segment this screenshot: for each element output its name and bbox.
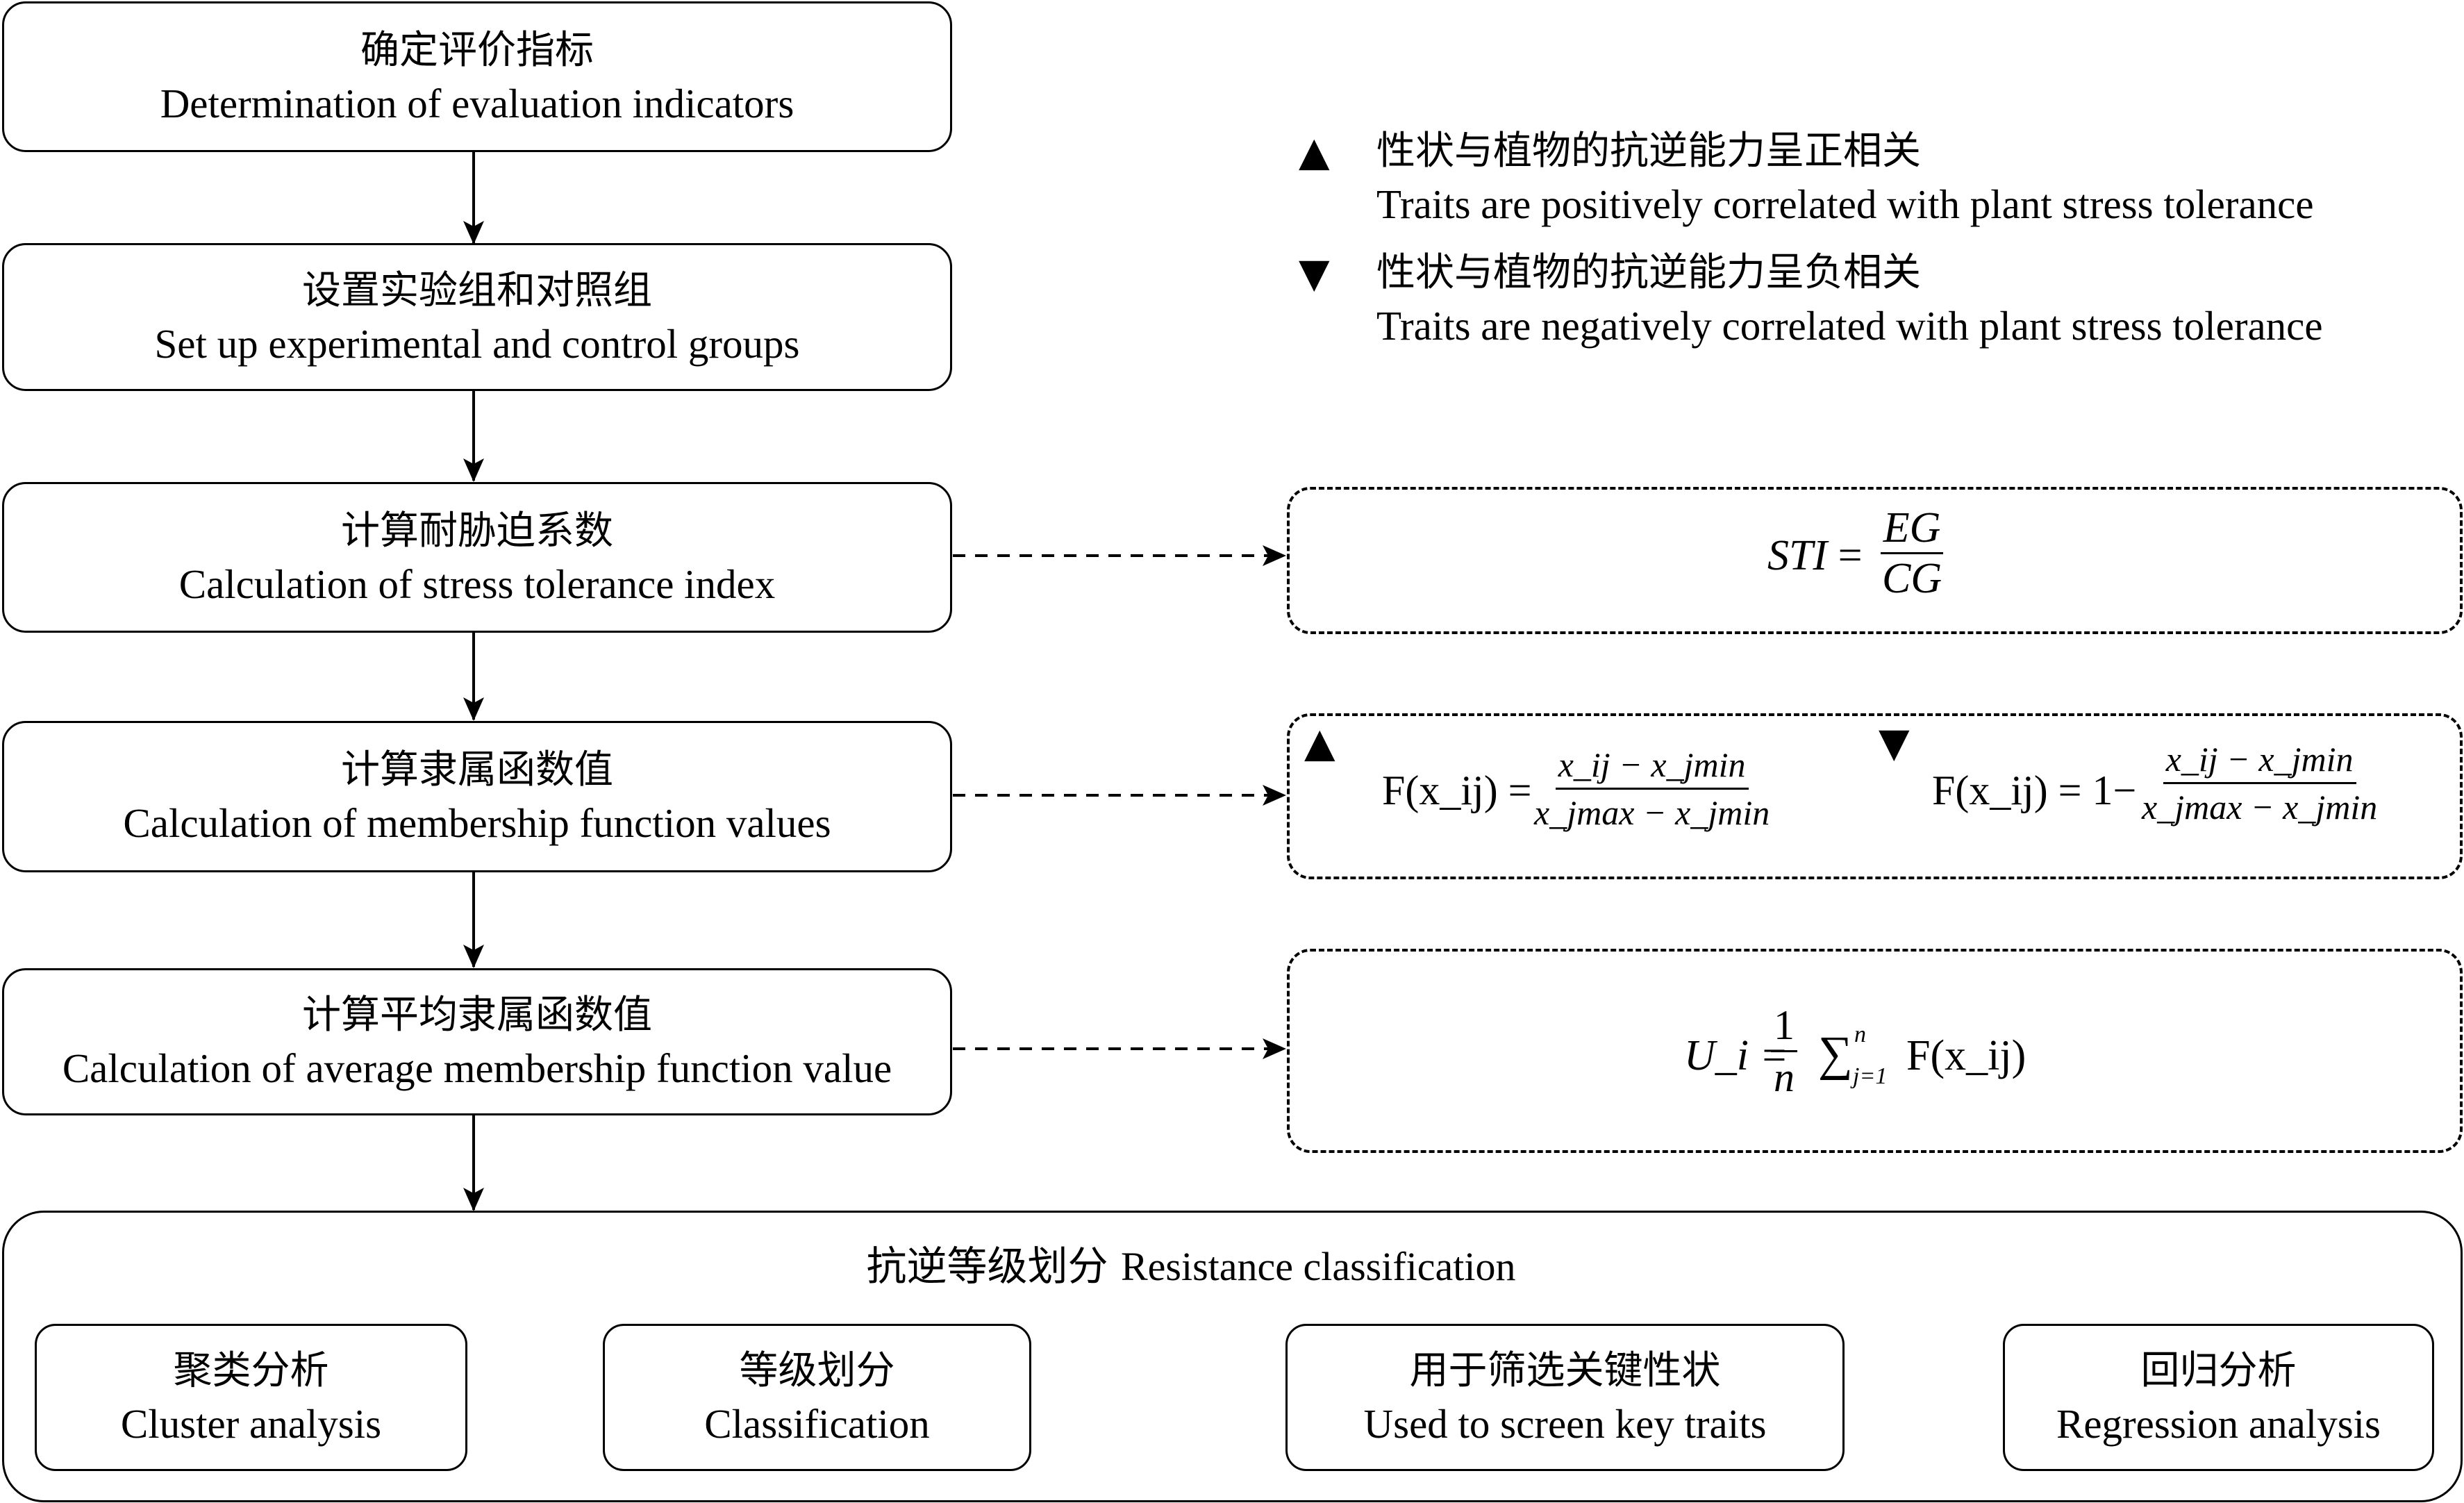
formula-box-average — [1287, 949, 2463, 1153]
step-label-zh: 计算平均隶属函数值 — [302, 993, 652, 1038]
formula-sti-fraction: EG CG — [1879, 504, 1945, 603]
step-box-stress-tolerance-index: 计算耐胁迫系数 Calculation of stress tolerance … — [2, 482, 952, 633]
formula-membership-negative-lhs: F(x_ij) = 1− — [1932, 767, 2137, 813]
step-label-en: Calculation of stress tolerance index — [178, 560, 776, 607]
step-label-zh: 计算隶属函数值 — [341, 747, 613, 792]
classification-title-en: Resistance classification — [1120, 1244, 1516, 1289]
screen-key-traits-box: 用于筛选关键性状 Used to screen key traits — [1285, 1324, 1845, 1471]
step-label-zh: 设置实验组和对照组 — [302, 267, 652, 313]
down-triangle-icon: ▼ — [1879, 719, 1910, 766]
step-label-en: Calculation of average membership functi… — [62, 1045, 892, 1091]
step-label-en: Calculation of membership function value… — [123, 800, 831, 846]
step-label-en: Set up experimental and control groups — [154, 320, 800, 367]
formula-membership-negative-denominator: x_jmax − x_jmin — [2142, 788, 2378, 827]
classification-title-zh: 抗逆等级划分 — [866, 1243, 1108, 1290]
legend-positive-en: Traits are positively correlated with pl… — [1376, 181, 2314, 227]
formula-sti: STI = — [1767, 528, 1863, 583]
classification-title: 抗逆等级划分 Resistance classification — [0, 1240, 2382, 1293]
formula-sti-eq: = — [1838, 532, 1863, 579]
formula-membership-negative-numerator: x_ij − x_jmin — [2163, 736, 2356, 784]
formula-membership-positive-lhs: F(x_ij) = — [1382, 767, 1532, 813]
step-box-average-membership: 计算平均隶属函数值 Calculation of average members… — [2, 968, 952, 1115]
step-label-zh: 计算耐胁迫系数 — [341, 508, 613, 554]
up-triangle-icon: ▲ — [1304, 719, 1335, 766]
formula-box-sti — [1287, 487, 2463, 634]
formula-membership-positive-numerator: x_ij − x_jmin — [1555, 742, 1749, 790]
formula-average-denominator: n — [1774, 1054, 1795, 1100]
formula-sti-numerator: EG — [1880, 504, 1944, 554]
regression-analysis-zh: 回归分析 — [2140, 1348, 2297, 1393]
regression-analysis-box: 回归分析 Regression analysis — [2003, 1324, 2434, 1471]
cluster-analysis-box: 聚类分析 Cluster analysis — [35, 1324, 467, 1471]
classification-en: Classification — [704, 1401, 930, 1447]
screen-key-traits-en: Used to screen key traits — [1363, 1401, 1767, 1447]
cluster-analysis-zh: 聚类分析 — [173, 1348, 329, 1393]
classification-zh: 等级划分 — [739, 1348, 895, 1393]
up-triangle-icon: ▲ — [1299, 128, 1330, 175]
step-label-en: Determination of evaluation indicators — [160, 80, 794, 126]
formula-sti-denominator: CG — [1882, 555, 1942, 602]
formula-membership-negative-fraction: x_ij − x_jmin x_jmax − x_jmin — [2139, 736, 2380, 830]
legend-negative-en: Traits are negatively correlated with pl… — [1376, 303, 2323, 349]
screen-key-traits-zh: 用于筛选关键性状 — [1409, 1348, 1721, 1393]
formula-membership-positive-denominator: x_jmax − x_jmin — [1534, 793, 1770, 832]
formula-average-rhs: F(x_ij) — [1906, 1032, 2026, 1079]
formula-average-sum: ∑ — [1818, 1027, 1853, 1081]
step-box-evaluation-indicators: 确定评价指标 Determination of evaluation indic… — [2, 1, 952, 152]
step-box-membership-values: 计算隶属函数值 Calculation of membership functi… — [2, 721, 952, 872]
formula-average-fraction: 1 n — [1771, 1000, 1797, 1102]
classification-box: 等级划分 Classification — [603, 1324, 1031, 1471]
step-box-experimental-groups: 设置实验组和对照组 Set up experimental and contro… — [2, 243, 952, 391]
formula-average-lhs: U_i = — [1684, 1032, 1789, 1079]
formula-average-numerator: 1 — [1771, 1000, 1797, 1052]
formula-average-sum-lower: j=1 — [1853, 1063, 1888, 1089]
formula-membership-positive-fraction: x_ij − x_jmin x_jmax − x_jmin — [1531, 742, 1772, 836]
cluster-analysis-en: Cluster analysis — [120, 1401, 382, 1447]
formula-box-membership — [1287, 713, 2463, 879]
formula-sti-lhs: STI — [1767, 532, 1828, 579]
step-label-zh: 确定评价指标 — [360, 27, 594, 73]
legend-positive-zh: 性状与植物的抗逆能力呈正相关 — [1376, 128, 1921, 174]
legend-negative-zh: 性状与植物的抗逆能力呈负相关 — [1376, 250, 1921, 295]
down-triangle-icon: ▼ — [1299, 249, 1330, 297]
regression-analysis-en: Regression analysis — [2056, 1401, 2381, 1447]
formula-average-sum-upper: n — [1854, 1022, 1866, 1047]
